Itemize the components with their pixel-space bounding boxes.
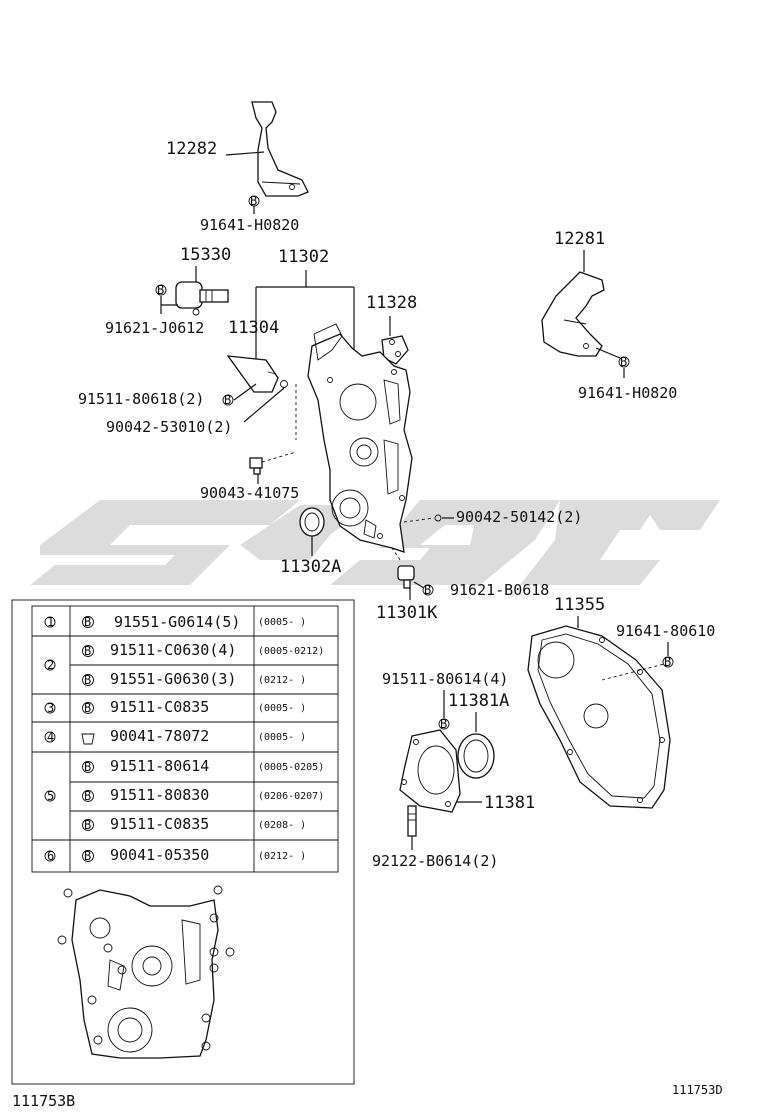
bolt-symbol: B	[84, 849, 91, 863]
oil-seal-11302a	[299, 507, 325, 537]
bolt-symbol: B	[84, 789, 91, 803]
oil-seal-11381a	[457, 733, 495, 779]
label-12282: 12282	[166, 139, 217, 159]
timing-cover-11302	[307, 323, 413, 553]
label-91641-h0820-upper: 91641-H0820	[200, 216, 299, 234]
label-12281: 12281	[554, 229, 605, 249]
stud-92122-b0614	[407, 805, 417, 837]
bolt-symbol: B	[84, 673, 91, 687]
label-91511-80614: 91511-80614(4)	[382, 670, 508, 688]
label-11304: 11304	[228, 318, 279, 338]
table-date-1: (0005- )	[258, 617, 306, 628]
table-part-4: 91511-C0835	[110, 698, 209, 716]
table-part-7: 91511-80830	[110, 786, 209, 804]
table-part-9: 90041-05350	[110, 846, 209, 864]
bolt-symbol: B	[84, 615, 91, 629]
table-date-8: (0208- )	[258, 820, 306, 831]
gasket-11355	[527, 625, 671, 809]
table-part-5: 90041-78072	[110, 727, 209, 745]
label-11381a: 11381A	[448, 691, 509, 711]
bolt-symbol: B	[84, 644, 91, 658]
cover-11304	[226, 355, 279, 393]
sensor-15330	[175, 281, 229, 316]
bolt-table: 1 2 3 4 5 6 B B B B B B B B 91551-G0614(…	[11, 599, 355, 1085]
label-91641-h0820-right: 91641-H0820	[578, 384, 677, 402]
label-90042-53010: 90042-53010(2)	[106, 418, 232, 436]
table-key-1: 1	[47, 615, 54, 629]
label-91641-80610: 91641-80610	[616, 622, 715, 640]
bolt-symbol: B	[157, 283, 164, 297]
table-key-4: 4	[47, 730, 54, 744]
footer-code-right: 111753D	[672, 1083, 723, 1097]
bracket-12282	[251, 101, 309, 197]
retainer-11381	[399, 729, 461, 813]
table-date-3: (0212- )	[258, 675, 306, 686]
label-11302: 11302	[278, 247, 329, 267]
bolt-symbol: B	[250, 194, 257, 208]
label-11328: 11328	[366, 293, 417, 313]
plug-90043-41075	[249, 457, 263, 475]
label-11381: 11381	[484, 793, 535, 813]
table-key-3: 3	[47, 701, 54, 715]
label-11301k: 11301K	[376, 603, 438, 623]
label-91621-j0612: 91621-J0612	[105, 319, 204, 337]
label-11302a: 11302A	[280, 557, 341, 577]
table-part-6: 91511-80614	[110, 757, 209, 775]
bolt-symbol: B	[224, 393, 231, 407]
bolt-symbol: B	[440, 717, 447, 731]
label-91621-b0618: 91621-B0618	[450, 581, 549, 599]
bolt-symbol: B	[424, 583, 431, 597]
table-part-1: 91551-G0614(5)	[114, 613, 240, 631]
table-part-8: 91511-C0835	[110, 815, 209, 833]
label-92122-b0614: 92122-B0614(2)	[372, 852, 498, 870]
plug-icon	[81, 733, 95, 745]
bolt-symbol: B	[84, 701, 91, 715]
label-15330: 15330	[180, 245, 231, 265]
footer-code-left: 111753B	[12, 1092, 75, 1110]
table-key-5: 5	[47, 789, 54, 803]
table-date-4: (0005- )	[258, 703, 306, 714]
bolt-symbol: B	[620, 355, 627, 369]
table-date-6: (0005-0205)	[258, 762, 324, 773]
bolt-location-reference-drawing	[57, 885, 235, 1059]
table-key-2: 2	[47, 658, 54, 672]
table-part-2: 91511-C0630(4)	[110, 641, 236, 659]
bolt-symbol: B	[664, 655, 671, 669]
bolt-symbol: B	[84, 818, 91, 832]
label-90043-41075: 90043-41075	[200, 484, 299, 502]
table-part-3: 91551-G0630(3)	[110, 670, 236, 688]
table-key-6: 6	[47, 849, 54, 863]
table-date-9: (0212- )	[258, 851, 306, 862]
table-date-2: (0005-0212)	[258, 646, 324, 657]
bolt-symbol: B	[84, 760, 91, 774]
bracket-12281	[541, 271, 605, 357]
table-date-5: (0005- )	[258, 732, 306, 743]
label-90042-50142: 90042-50142(2)	[456, 508, 582, 526]
label-91511-80618: 91511-80618(2)	[78, 390, 204, 408]
table-date-7: (0206-0207)	[258, 791, 324, 802]
sensor-11301k	[397, 565, 415, 589]
label-11355: 11355	[554, 595, 605, 615]
